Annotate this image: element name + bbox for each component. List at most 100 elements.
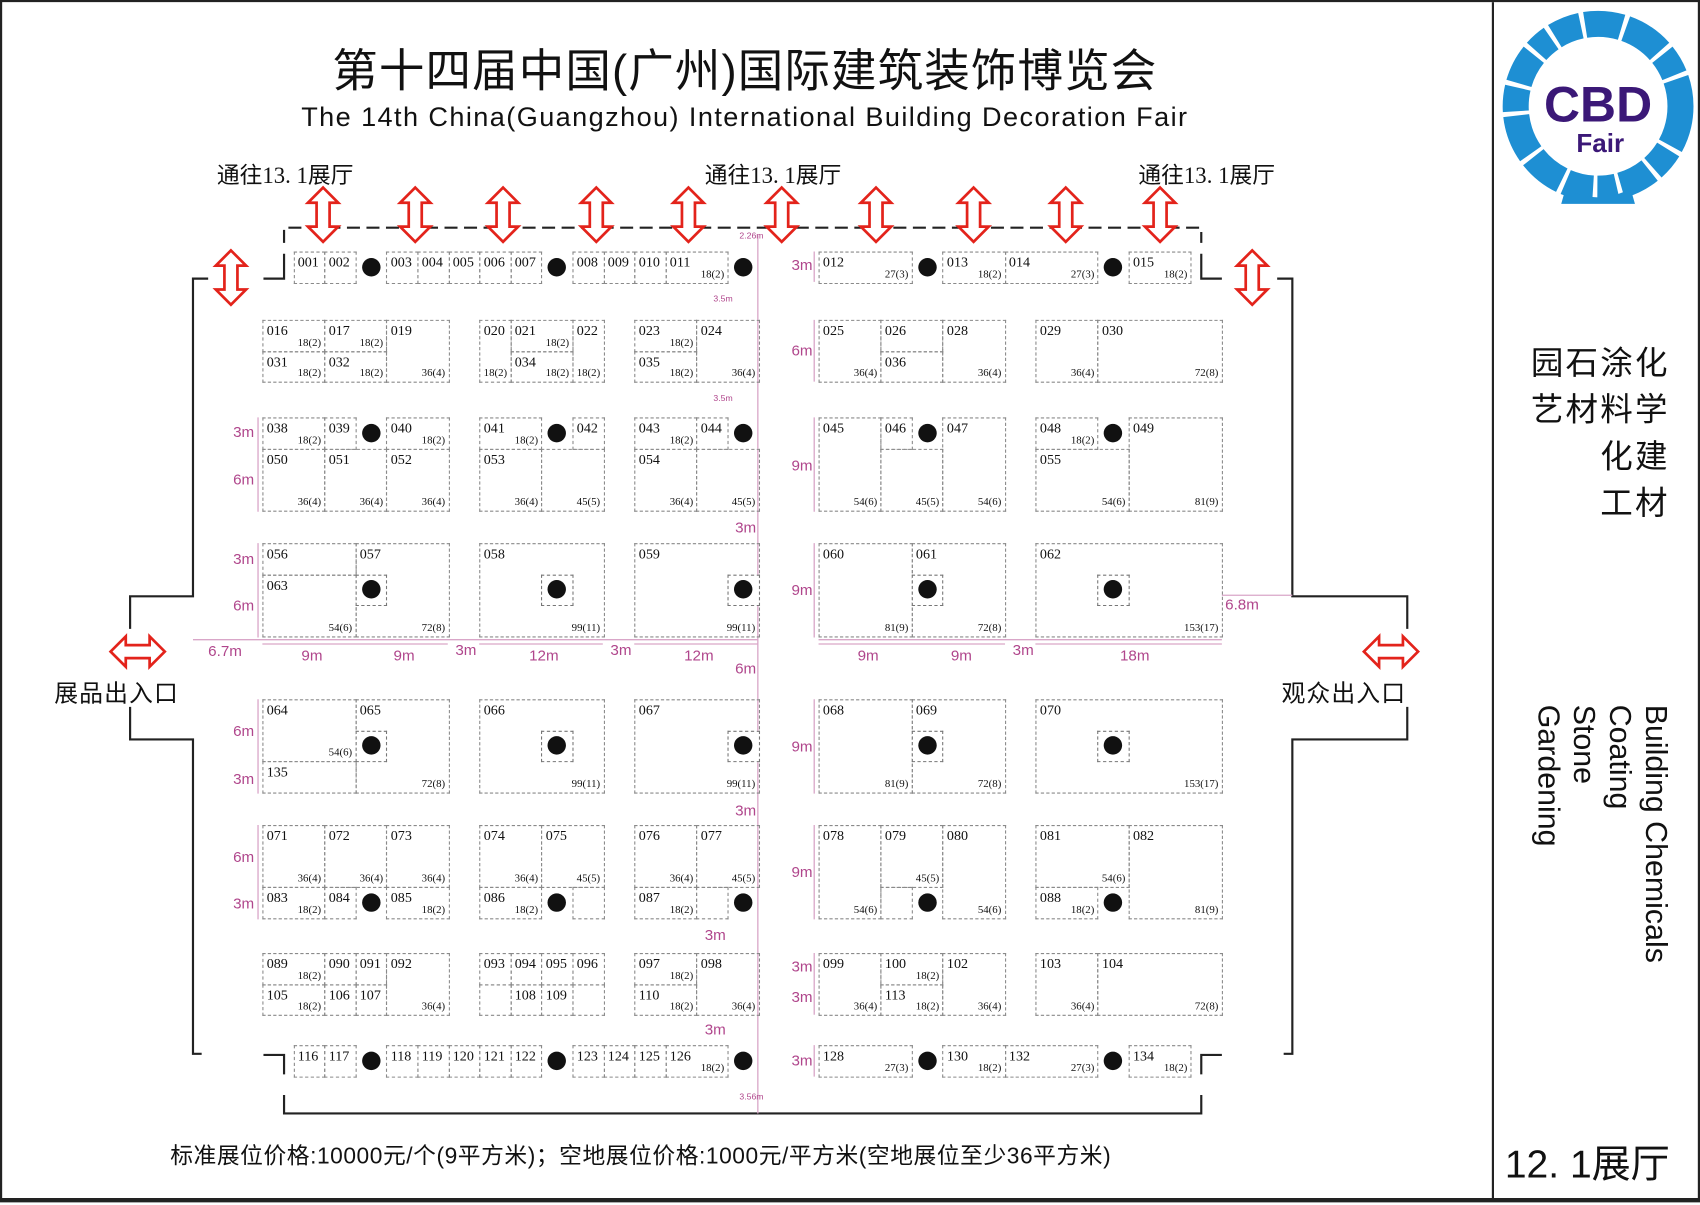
- booth-003[interactable]: 003: [386, 251, 419, 284]
- booth-005[interactable]: 005: [448, 251, 481, 284]
- booth-007[interactable]: 007: [510, 251, 543, 284]
- booth-124[interactable]: 124: [603, 1045, 636, 1078]
- booth-044[interactable]: 044: [696, 417, 729, 450]
- booth-107[interactable]: 107: [355, 983, 388, 1017]
- booth-026[interactable]: 026: [880, 319, 944, 352]
- unnumbered-booth[interactable]: [572, 983, 605, 1017]
- booth-094[interactable]: 094: [510, 952, 543, 986]
- booth-125[interactable]: 125: [634, 1045, 667, 1078]
- booth-119[interactable]: 119: [417, 1045, 450, 1078]
- booth-046[interactable]: 45(5): [880, 448, 944, 512]
- unnumbered-booth[interactable]: [479, 983, 512, 1017]
- booth-120[interactable]: 120: [448, 1045, 481, 1078]
- booth-122[interactable]: 122: [510, 1045, 543, 1078]
- booth-046[interactable]: 046: [880, 417, 913, 450]
- booth-010[interactable]: 010: [634, 251, 667, 284]
- booth-002[interactable]: 002: [324, 251, 357, 284]
- booth-004[interactable]: 004: [417, 251, 450, 284]
- booth-009[interactable]: 009: [603, 251, 636, 284]
- booth-106[interactable]: 106: [324, 983, 357, 1017]
- booth-109[interactable]: 109: [541, 983, 574, 1017]
- booth-008[interactable]: 008: [572, 251, 605, 284]
- booth-056[interactable]: 056: [262, 543, 357, 576]
- booth-090[interactable]: 090: [324, 952, 357, 986]
- booth-118[interactable]: 118: [386, 1045, 419, 1078]
- booth-079[interactable]: [880, 887, 913, 920]
- booth-001[interactable]: 001: [293, 251, 326, 284]
- booth-042[interactable]: 042: [572, 417, 605, 450]
- booth-116[interactable]: 116: [293, 1045, 326, 1078]
- booth-121[interactable]: 121: [479, 1045, 512, 1078]
- booth-135[interactable]: 135: [262, 761, 357, 794]
- booth-044[interactable]: 45(5): [696, 448, 760, 512]
- booth-117[interactable]: 117: [324, 1045, 357, 1078]
- booth-006[interactable]: 006: [479, 251, 512, 284]
- booth-091[interactable]: 091: [355, 952, 388, 986]
- booth-077[interactable]: [696, 887, 729, 920]
- booth-042[interactable]: 45(5): [541, 448, 605, 512]
- booth-084[interactable]: 084: [324, 887, 357, 920]
- booth-108[interactable]: 108: [510, 983, 543, 1017]
- booth-093[interactable]: 093: [479, 952, 512, 986]
- booth-123[interactable]: 123: [572, 1045, 605, 1078]
- booth-075[interactable]: [572, 887, 605, 920]
